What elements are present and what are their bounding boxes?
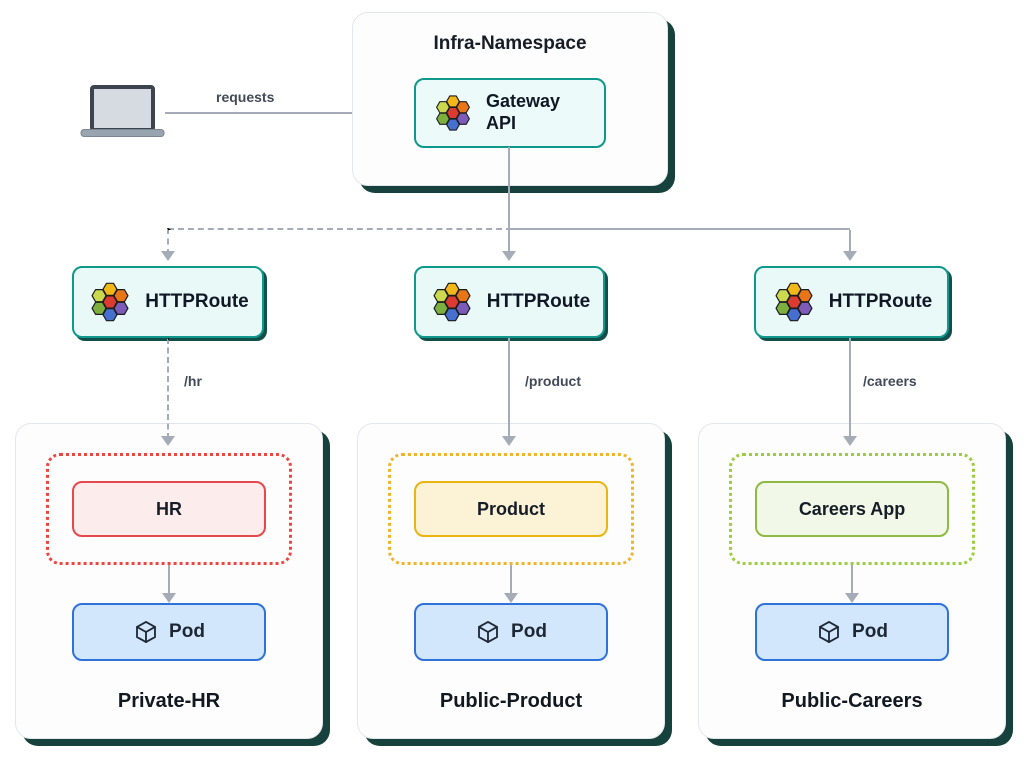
namespace-title: Public-Product [439,689,583,712]
httproute-label: HTTPRoute [145,291,249,312]
gateway-api-label: Gateway API [486,91,561,133]
gateway-api-logo-icon [91,282,129,322]
path-careers-arrowhead [843,436,857,446]
pod-label: Pod [852,621,888,642]
route-careers-drop-arrowhead [843,251,857,261]
pod-label: Pod [511,621,547,642]
gateway-trunk-line [508,147,510,229]
app-node-product: Product [414,481,608,537]
path-hr-arrowhead [161,436,175,446]
path-hr-line [167,338,169,439]
route-careers-drop-line [849,230,851,252]
gateway-api-logo-icon [775,282,813,322]
app-to-pod-arrowhead [162,593,176,603]
route-hr-drop-arrowhead [161,251,175,261]
pod-node: Pod [755,603,949,661]
infra-namespace-card: Infra-Namespace Gateway API [352,12,668,186]
app-to-pod-line [168,565,170,595]
path-product-label: /product [521,372,585,390]
namespace-card-public-product: Product Pod Public-Product [357,423,665,739]
cube-icon [478,621,498,643]
namespace-title: Public-Careers [781,689,923,712]
junction-right-line [509,228,850,230]
httproute-careers-node: HTTPRoute [754,266,949,338]
path-hr-label: /hr [180,372,206,390]
gateway-api-logo-icon [436,95,470,131]
app-to-pod-line [851,565,853,595]
cube-icon [819,621,839,643]
requests-arrow-line [165,112,402,114]
pod-node: Pod [72,603,266,661]
pod-label: Pod [169,621,205,642]
path-careers-line [849,338,851,436]
cube-icon [136,621,156,643]
namespace-card-public-careers: Careers App Pod Public-Careers [698,423,1006,739]
app-to-pod-arrowhead [845,593,859,603]
httproute-product-node: HTTPRoute [414,266,605,338]
pod-node: Pod [414,603,608,661]
app-node-hr: HR [72,481,266,537]
requests-label: requests [212,88,279,106]
httproute-label: HTTPRoute [486,291,591,312]
namespace-title: Private-HR [117,689,221,712]
httproute-label: HTTPRoute [828,291,933,312]
junction-left-dashed-line [168,228,512,230]
infra-namespace-title: Infra-Namespace [433,33,587,54]
gateway-api-node: Gateway API [414,78,606,148]
app-boundary-dotted [46,453,292,565]
httproute-hr-node: HTTPRoute [72,266,264,338]
laptop-icon [80,85,165,137]
path-careers-label: /careers [859,372,921,390]
app-to-pod-line [510,565,512,595]
app-boundary-dotted [388,453,634,565]
app-node-careers: Careers App [755,481,949,537]
app-to-pod-arrowhead [504,593,518,603]
app-boundary-dotted [729,453,975,565]
path-product-line [508,338,510,436]
path-product-arrowhead [502,436,516,446]
route-product-drop-arrowhead [502,251,516,261]
gateway-api-logo-icon [433,282,471,322]
namespace-card-private-hr: HR Pod Private-HR [15,423,323,739]
route-product-drop-line [508,230,510,252]
